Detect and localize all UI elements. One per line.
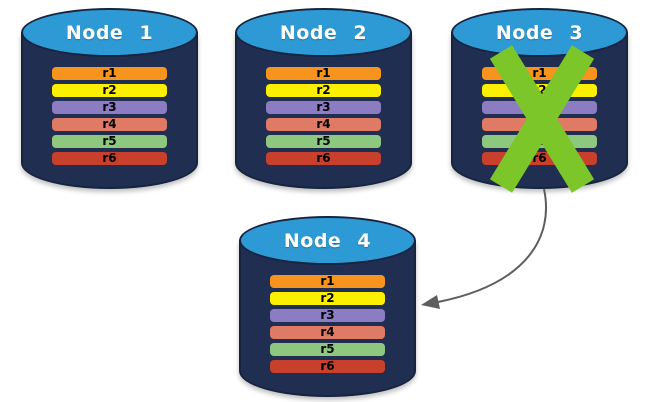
node-1-replica-r4: r4 [52,118,167,131]
node-4-cylinder-top: Node 4 [239,216,416,265]
node-4-replica-r2: r2 [270,292,385,305]
node-4-title: Node 4 [283,229,372,252]
node-2-replica-r1: r1 [266,67,381,80]
node-1: Node 1 r1 r2 r3 r4 r5 r6 [21,8,198,189]
node-2-cylinder-top: Node 2 [235,8,412,57]
node-1-replica-r1: r1 [52,67,167,80]
node-2-replica-r3: r3 [266,101,381,114]
node-2-replica-r2: r2 [266,84,381,97]
node-1-replica-r2: r2 [52,84,167,97]
node-1-cylinder-top: Node 1 [21,8,198,57]
node-2-replica-r6: r6 [266,152,381,165]
node-2-title: Node 2 [279,21,368,44]
node-2-replica-r4: r4 [266,118,381,131]
node-2-replica-r5: r5 [266,135,381,148]
node-4-replica-stack: r1 r2 r3 r4 r5 r6 [270,275,385,377]
node-1-replica-r3: r3 [52,101,167,114]
node-1-replica-r5: r5 [52,135,167,148]
failover-arrow-line [437,188,547,303]
node-2-replica-stack: r1 r2 r3 r4 r5 r6 [266,67,381,169]
node-3-title: Node 3 [495,21,584,44]
node-1-title: Node 1 [65,21,154,44]
node-1-replica-r6: r6 [52,152,167,165]
node-4: Node 4 r1 r2 r3 r4 r5 r6 [239,216,416,397]
node-4-replica-r1: r1 [270,275,385,288]
node-3-cylinder-top: Node 3 [451,8,628,57]
node-4-replica-r6: r6 [270,360,385,373]
node-4-replica-r5: r5 [270,343,385,356]
node-4-replica-r4: r4 [270,326,385,339]
x-mark-icon [489,45,595,193]
node-2: Node 2 r1 r2 r3 r4 r5 r6 [235,8,412,189]
node-1-replica-stack: r1 r2 r3 r4 r5 r6 [52,67,167,169]
failover-arrowhead-icon [421,295,440,309]
node-4-replica-r3: r3 [270,309,385,322]
node-3: Node 3 r1 r2 r3 r4 r5 r6 [451,8,628,193]
